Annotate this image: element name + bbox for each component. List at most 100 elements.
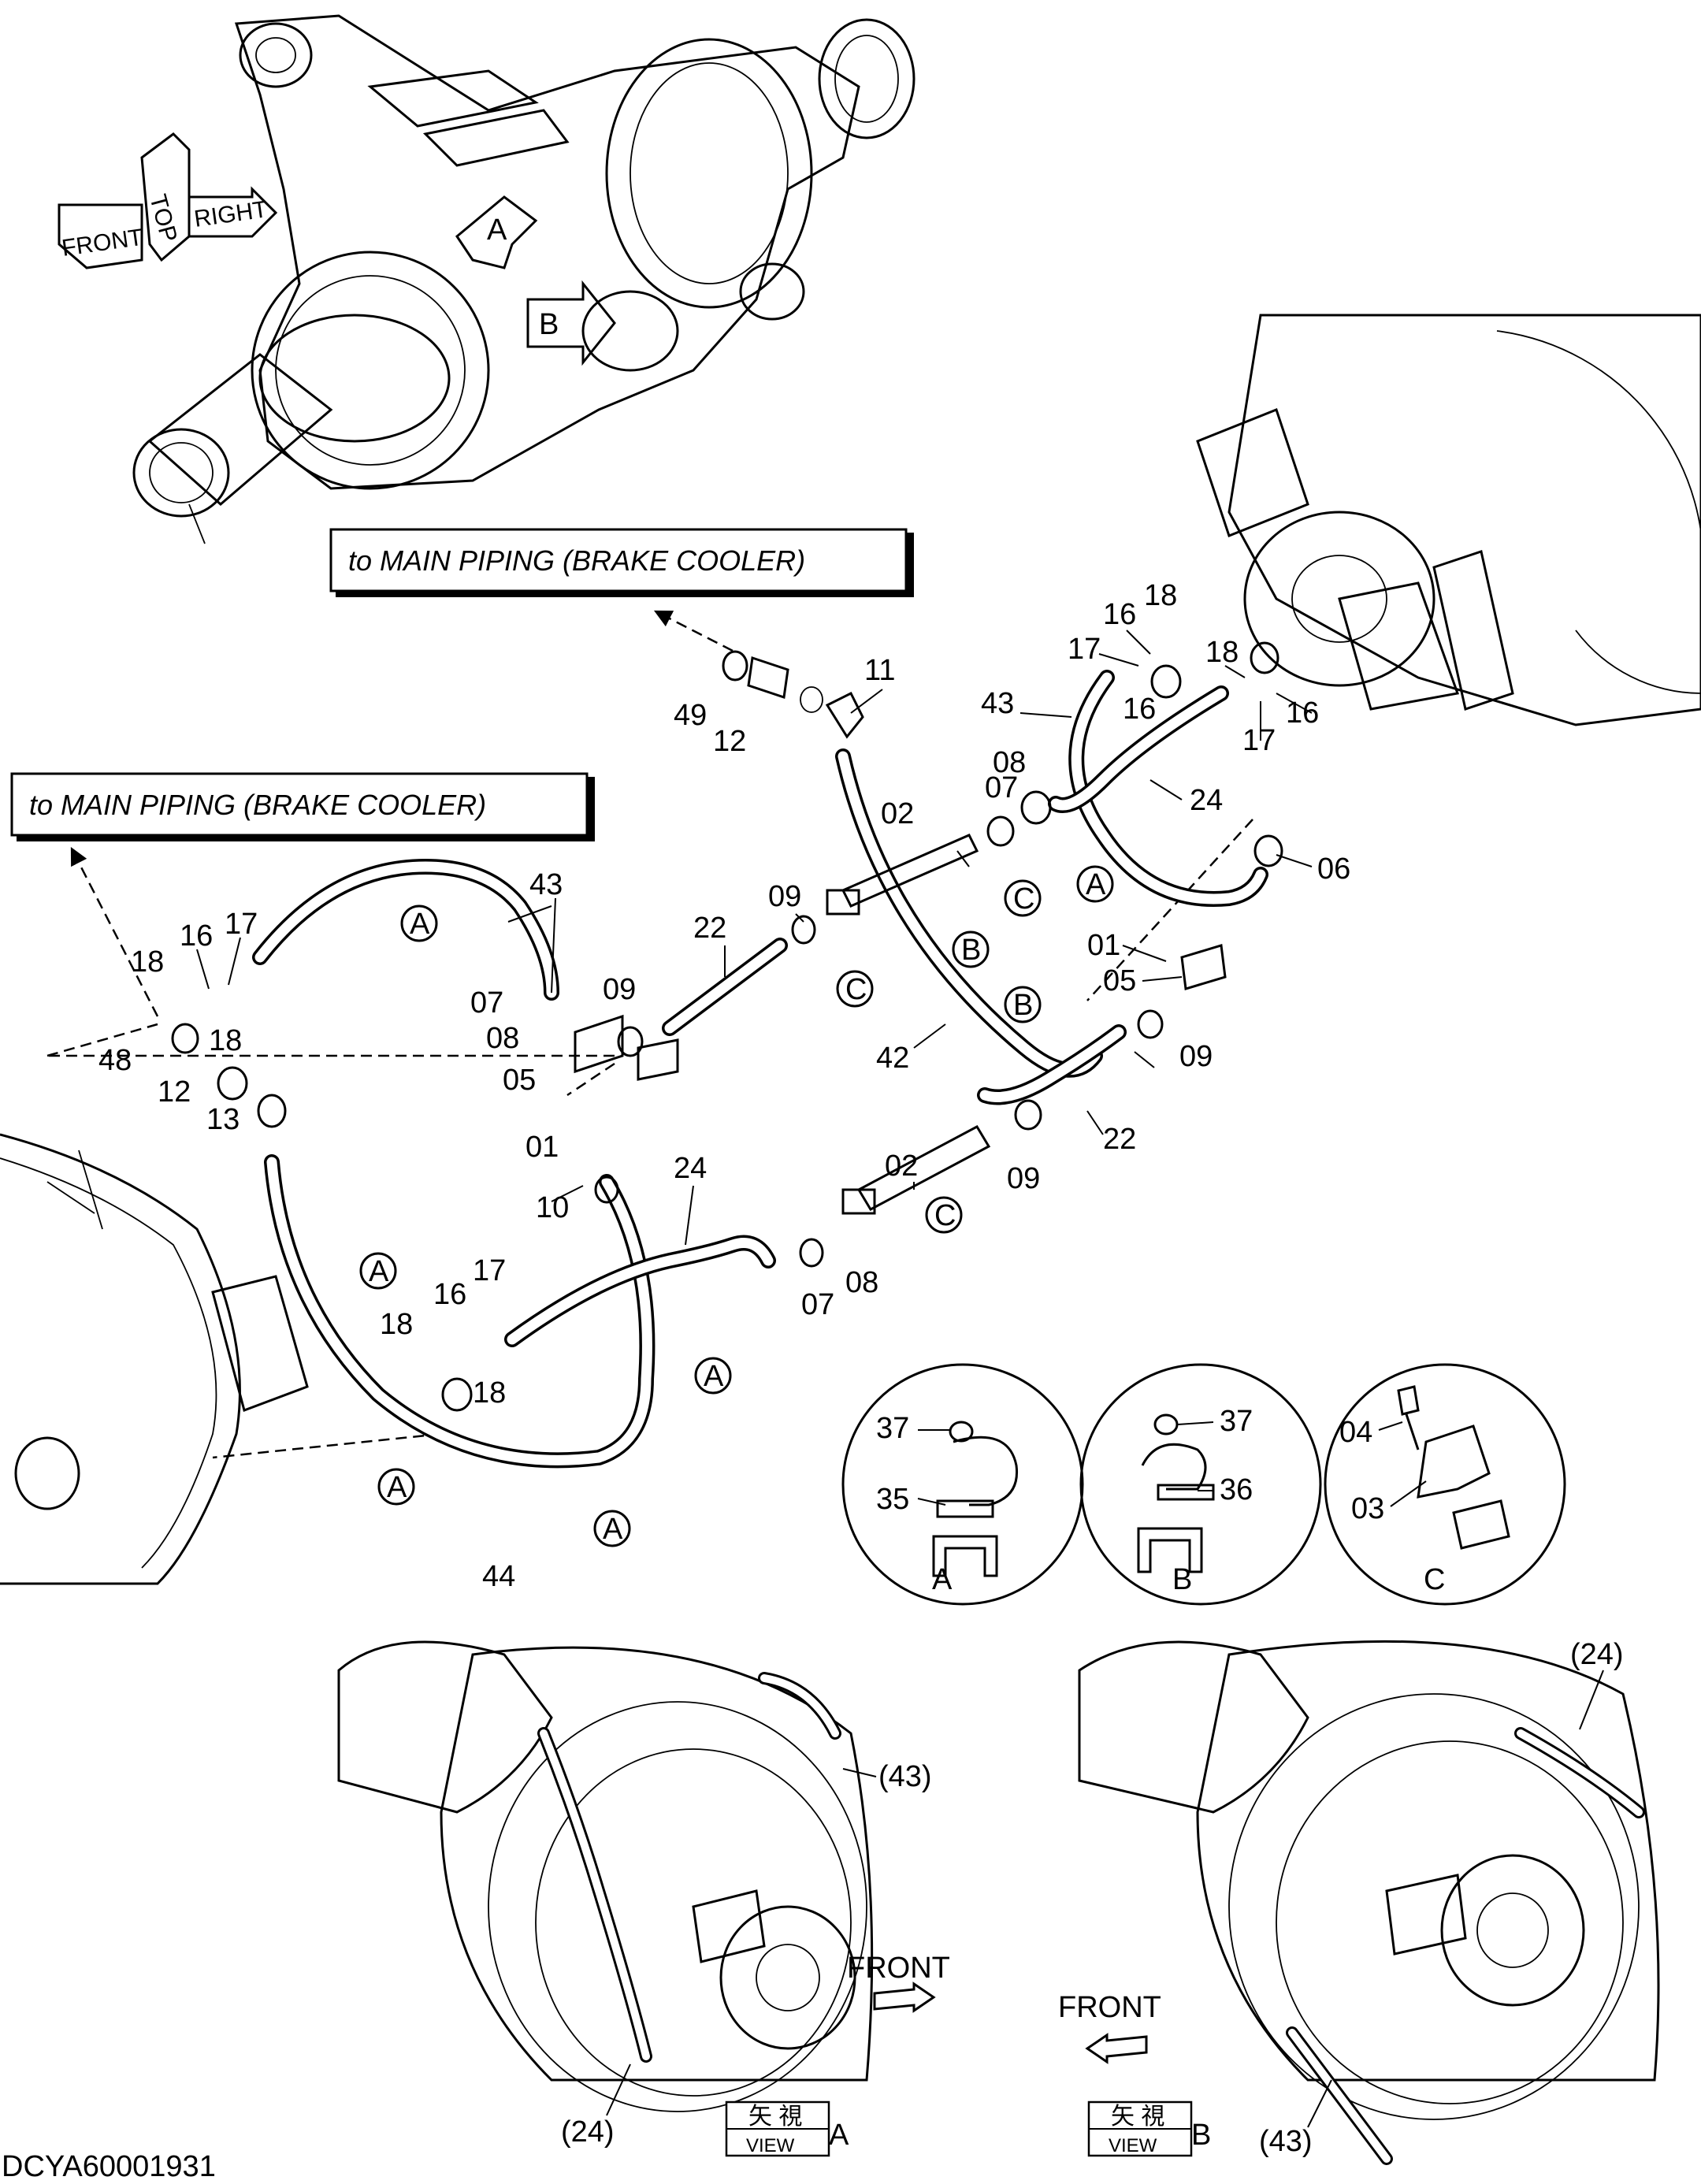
detail-c-label-03: 03: [1351, 1492, 1384, 1525]
part-label-43-right: 43: [981, 687, 1014, 720]
part-label-16-e: 16: [180, 919, 213, 953]
view-marker-a-letter: A: [487, 214, 507, 247]
callouts: A A A A A A B B C C C: [359, 865, 1114, 1547]
callout-a-1: [400, 904, 438, 942]
part-label-08-a: 08: [993, 746, 1026, 779]
hose-43-right: [1068, 670, 1268, 907]
part-label-05-b: 05: [1103, 964, 1136, 997]
part-label-13: 13: [206, 1103, 240, 1136]
part-label-49: 49: [674, 699, 707, 732]
main-piping-note-right-text: to MAIN PIPING (BRAKE COOLER): [348, 544, 805, 577]
view-a-front-arrow: [873, 1982, 936, 2013]
view-b-hose-43-label: (43): [1259, 2125, 1313, 2158]
part-label-43-left: 43: [529, 868, 563, 901]
detail-a-label-37: 37: [876, 1412, 909, 1445]
part-label-18-f: 18: [473, 1376, 506, 1410]
callout-a-2-letter: A: [1086, 868, 1106, 901]
left-brake-housing-illustration: [0, 1133, 309, 1585]
reference-line-block: [566, 1062, 615, 1097]
orientation-right-label: RIGHT: [192, 196, 269, 232]
arrow-to-main-piping-right: [653, 610, 734, 652]
callout-c-3: [925, 1196, 963, 1234]
part-label-08-c: 08: [845, 1266, 878, 1299]
part-label-02-upper: 02: [881, 797, 914, 830]
detail-a-label-35: 35: [876, 1483, 909, 1516]
part-label-07-c: 07: [801, 1288, 834, 1321]
hose-43-left: [252, 858, 559, 1001]
view-a-label-box: 矢 視 VIEW A: [725, 2100, 849, 2157]
part-label-22-right: 22: [1103, 1123, 1136, 1156]
view-b-letter: B: [1191, 2119, 1211, 2152]
callout-b-1: [952, 930, 990, 968]
view-a-letter: A: [829, 2119, 849, 2152]
hose-24-right: [1048, 685, 1229, 813]
callout-a-4-letter: A: [704, 1360, 724, 1393]
tube-02-upper: [826, 834, 979, 916]
hose-44: [264, 1154, 656, 1469]
orientation-front-label: FRONT: [60, 225, 144, 262]
part-label-18-d: 18: [209, 1024, 242, 1057]
part-label-17-b: 17: [1242, 724, 1276, 757]
view-a-hose-43-label: (43): [878, 1760, 932, 1793]
leader-lines: [196, 630, 1313, 1246]
part-label-05-a: 05: [503, 1064, 536, 1097]
callout-b-2: [1004, 986, 1042, 1023]
right-brake-housing-illustration: [1196, 314, 1701, 726]
part-label-02-lower: 02: [885, 1150, 918, 1183]
view-b-view-word: VIEW: [1109, 2135, 1157, 2156]
callout-c-3-letter: C: [934, 1199, 956, 1232]
view-marker-a: A: [455, 195, 538, 269]
view-b-hose-24-label: (24): [1570, 1638, 1624, 1671]
callout-a-6: [593, 1510, 631, 1547]
view-a-view-word: VIEW: [746, 2135, 795, 2156]
block-05-center: [574, 1014, 679, 1081]
part-label-42: 42: [876, 1042, 909, 1075]
hose-24-left: [504, 1235, 776, 1347]
callout-c-2: [836, 970, 874, 1008]
part-label-01-a: 01: [526, 1131, 559, 1164]
detail-view-c: 04 03 C: [1324, 1363, 1566, 1606]
main-piping-note-right: to MAIN PIPING (BRAKE COOLER): [329, 528, 914, 597]
part-label-16-a: 16: [1103, 598, 1136, 631]
reference-line-right: [1086, 819, 1253, 1001]
view-b-kanji: 矢 視: [1111, 2104, 1164, 2130]
part-label-18-a: 18: [1144, 579, 1177, 612]
part-label-17-c: 17: [225, 908, 258, 941]
orientation-symbol: TOP FRONT RIGHT: [58, 132, 278, 269]
detail-c-caption: C: [1424, 1563, 1445, 1596]
drawing-number: DCYA60001931: [2, 2150, 216, 2183]
callout-a-5: [377, 1468, 415, 1506]
callout-a-5-letter: A: [387, 1471, 407, 1504]
fittings: [171, 641, 1283, 1412]
part-label-18-b: 18: [1205, 636, 1239, 669]
part-label-11: 11: [864, 654, 895, 687]
part-label-09-a: 09: [768, 880, 801, 913]
view-a-illustration: [337, 1640, 874, 2112]
part-label-22-center: 22: [693, 912, 726, 945]
callout-a-3: [359, 1252, 397, 1290]
part-label-01-b: 01: [1087, 929, 1120, 962]
part-label-12-upper: 12: [713, 725, 746, 758]
part-label-18-c: 18: [131, 945, 164, 979]
part-label-44: 44: [482, 1560, 515, 1593]
part-label-10: 10: [536, 1191, 569, 1224]
part-label-09-b: 09: [603, 973, 636, 1006]
part-label-06: 06: [1317, 852, 1350, 886]
part-label-08-b: 08: [486, 1022, 519, 1055]
part-label-24-left: 24: [674, 1152, 707, 1185]
callout-a-6-letter: A: [603, 1513, 623, 1546]
view-a-kanji: 矢 視: [748, 2104, 802, 2130]
callout-b-1-letter: B: [961, 934, 981, 967]
part-label-09-d: 09: [1007, 1162, 1040, 1195]
detail-b-label-37: 37: [1220, 1405, 1253, 1438]
part-label-16-b: 16: [1123, 693, 1156, 726]
callout-a-2: [1076, 865, 1114, 903]
tube-02-lower: [841, 1125, 991, 1215]
part-labels: 49 12 11 43 16 18 17 16 18 16 17 07 08 0…: [98, 579, 1350, 1593]
callout-c-2-letter: C: [845, 973, 867, 1006]
detail-a-caption: A: [932, 1563, 953, 1596]
detail-b-caption: B: [1172, 1563, 1192, 1596]
callout-a-3-letter: A: [369, 1255, 389, 1288]
part-label-09-c: 09: [1179, 1040, 1213, 1073]
